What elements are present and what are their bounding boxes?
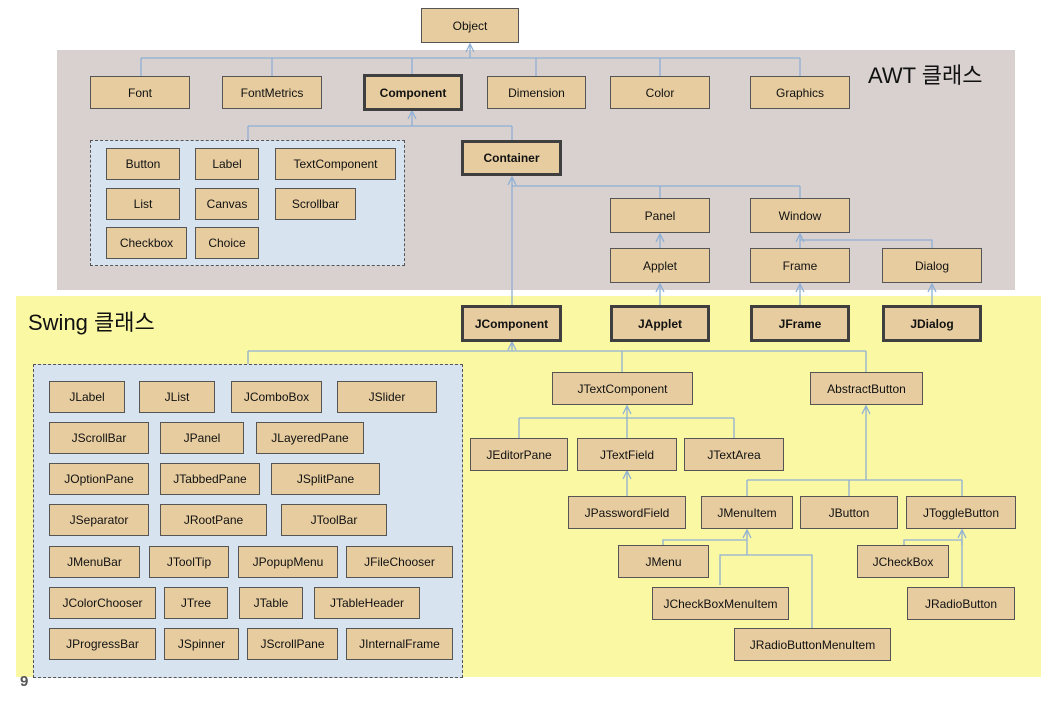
class-font: Font <box>90 76 190 109</box>
class-jeditorpane: JEditorPane <box>470 438 568 471</box>
class-jtextarea: JTextArea <box>684 438 784 471</box>
class-window: Window <box>750 198 850 233</box>
class-jtextfield: JTextField <box>577 438 677 471</box>
class-panel: Panel <box>610 198 710 233</box>
class-applet: Applet <box>610 248 710 283</box>
class-jsplitpane: JSplitPane <box>271 463 380 495</box>
class-color: Color <box>610 76 710 109</box>
class-dialog: Dialog <box>882 248 982 283</box>
class-dimension: Dimension <box>487 76 586 109</box>
class-canvas: Canvas <box>195 188 259 220</box>
class-jprogressbar: JProgressBar <box>49 628 156 660</box>
class-jradiobuttonmenuitem: JRadioButtonMenuItem <box>734 628 891 661</box>
class-jcolorchooser: JColorChooser <box>49 587 156 619</box>
class-abstractbutton: AbstractButton <box>810 372 923 405</box>
class-container: Container <box>461 140 562 176</box>
class-jdialog: JDialog <box>882 305 982 342</box>
class-jmenubar: JMenuBar <box>49 546 140 578</box>
class-jfilechooser: JFileChooser <box>346 546 453 578</box>
class-jtabbedpane: JTabbedPane <box>160 463 260 495</box>
class-graphics: Graphics <box>750 76 850 109</box>
class-jtooltip: JToolTip <box>149 546 229 578</box>
awt-region-title: AWT 클래스 <box>868 63 983 88</box>
class-scrollbar: Scrollbar <box>275 188 356 220</box>
class-jpasswordfield: JPasswordField <box>568 496 686 529</box>
class-jscrollbar: JScrollBar <box>49 422 149 454</box>
class-jtogglebutton: JToggleButton <box>906 496 1016 529</box>
class-object: Object <box>421 8 519 43</box>
page-number: 9 <box>20 673 29 690</box>
class-jinternalframe: JInternalFrame <box>346 628 453 660</box>
class-jlayeredpane: JLayeredPane <box>256 422 364 454</box>
class-jpopupmenu: JPopupMenu <box>238 546 338 578</box>
class-list: List <box>106 188 180 220</box>
class-choice: Choice <box>195 227 259 259</box>
swing-region-title: Swing 클래스 <box>28 310 155 335</box>
class-label: Label <box>195 148 259 180</box>
class-jscrollpane: JScrollPane <box>247 628 338 660</box>
class-jrootpane: JRootPane <box>160 504 267 536</box>
class-jbutton: JButton <box>800 496 898 529</box>
class-jtoolbar: JToolBar <box>281 504 387 536</box>
class-joptionpane: JOptionPane <box>49 463 149 495</box>
class-checkbox: Checkbox <box>106 227 187 259</box>
class-jcombobox: JComboBox <box>231 381 322 413</box>
class-jtableheader: JTableHeader <box>314 587 420 619</box>
class-jcheckboxmenuitem: JCheckBoxMenuItem <box>652 587 789 620</box>
class-fontmetrics: FontMetrics <box>222 76 322 109</box>
class-jslider: JSlider <box>337 381 437 413</box>
class-jcheckbox: JCheckBox <box>857 545 949 578</box>
class-textcomponent: TextComponent <box>275 148 396 180</box>
class-jcomponent: JComponent <box>461 305 562 342</box>
class-jframe: JFrame <box>750 305 850 342</box>
class-button: Button <box>106 148 180 180</box>
class-jtree: JTree <box>164 587 228 619</box>
class-frame: Frame <box>750 248 850 283</box>
class-jspinner: JSpinner <box>164 628 239 660</box>
class-jmenuitem: JMenuItem <box>701 496 793 529</box>
class-jmenu: JMenu <box>618 545 709 578</box>
class-jseparator: JSeparator <box>49 504 149 536</box>
class-jpanel: JPanel <box>160 422 244 454</box>
class-jlabel: JLabel <box>49 381 125 413</box>
class-jradiobutton: JRadioButton <box>907 587 1015 620</box>
class-jtextcomponent: JTextComponent <box>552 372 693 405</box>
class-component: Component <box>363 74 463 111</box>
class-japplet: JApplet <box>610 305 710 342</box>
class-jtable: JTable <box>239 587 303 619</box>
class-jlist: JList <box>139 381 215 413</box>
